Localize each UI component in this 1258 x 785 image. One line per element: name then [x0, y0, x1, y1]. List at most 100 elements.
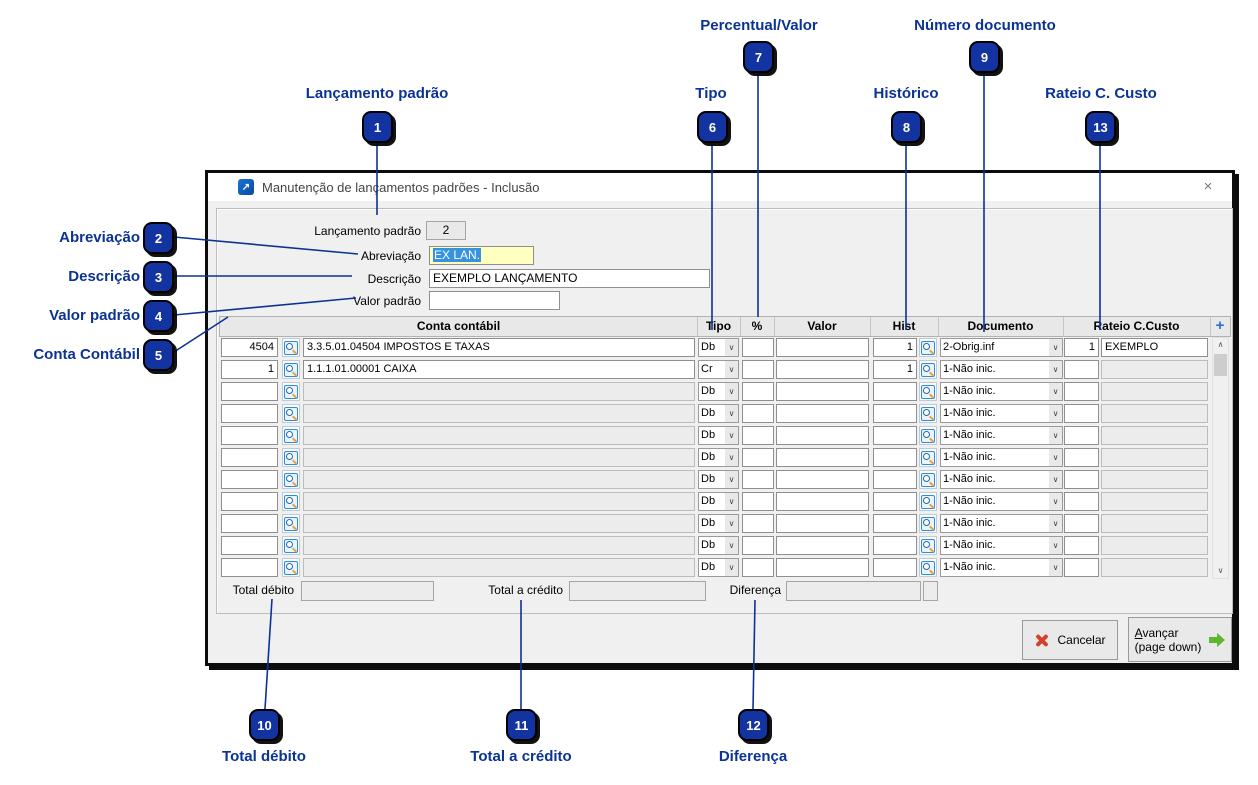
- documento-select[interactable]: 1-Não inic.∨: [940, 492, 1063, 511]
- percent-input[interactable]: [742, 514, 774, 533]
- conta-code-input[interactable]: 1: [221, 360, 278, 379]
- conta-search-button[interactable]: [282, 382, 300, 401]
- conta-code-input[interactable]: [221, 492, 278, 511]
- hist-search-button[interactable]: [919, 470, 937, 489]
- rateio-num-input[interactable]: [1064, 558, 1099, 577]
- documento-select[interactable]: 1-Não inic.∨: [940, 360, 1063, 379]
- hist-input[interactable]: [873, 404, 917, 423]
- conta-code-input[interactable]: [221, 404, 278, 423]
- conta-search-button[interactable]: [282, 404, 300, 423]
- header-conta-contabil[interactable]: Conta contábil: [220, 317, 698, 336]
- header-hist[interactable]: Hist: [870, 317, 939, 336]
- documento-select[interactable]: 1-Não inic.∨: [940, 558, 1063, 577]
- header-documento[interactable]: Documento: [938, 317, 1064, 336]
- header-tipo[interactable]: Tipo: [697, 317, 741, 336]
- percent-input[interactable]: [742, 536, 774, 555]
- conta-search-button[interactable]: [282, 470, 300, 489]
- close-icon[interactable]: ×: [1203, 178, 1213, 195]
- rateio-num-input[interactable]: [1064, 536, 1099, 555]
- header-valor[interactable]: Valor: [774, 317, 871, 336]
- conta-code-input[interactable]: [221, 470, 278, 489]
- hist-search-button[interactable]: [919, 536, 937, 555]
- documento-select[interactable]: 1-Não inic.∨: [940, 448, 1063, 467]
- documento-select[interactable]: 1-Não inic.∨: [940, 382, 1063, 401]
- scrollbar-thumb[interactable]: [1214, 354, 1227, 376]
- percent-input[interactable]: [742, 426, 774, 445]
- valor-input[interactable]: [776, 492, 869, 511]
- conta-search-button[interactable]: [282, 514, 300, 533]
- tipo-select[interactable]: Db∨: [698, 382, 739, 401]
- percent-input[interactable]: [742, 448, 774, 467]
- rateio-num-input[interactable]: [1064, 448, 1099, 467]
- valor-input[interactable]: [776, 382, 869, 401]
- hist-input[interactable]: [873, 536, 917, 555]
- percent-input[interactable]: [742, 558, 774, 577]
- conta-search-button[interactable]: [282, 448, 300, 467]
- tipo-select[interactable]: Db∨: [698, 514, 739, 533]
- tipo-select[interactable]: Db∨: [698, 426, 739, 445]
- rateio-num-input[interactable]: [1064, 514, 1099, 533]
- conta-code-input[interactable]: [221, 448, 278, 467]
- conta-search-button[interactable]: [282, 558, 300, 577]
- hist-search-button[interactable]: [919, 338, 937, 357]
- valor-input[interactable]: [776, 558, 869, 577]
- scroll-down-icon[interactable]: ∨: [1217, 566, 1224, 575]
- hist-search-button[interactable]: [919, 448, 937, 467]
- documento-select[interactable]: 1-Não inic.∨: [940, 426, 1063, 445]
- hist-search-button[interactable]: [919, 558, 937, 577]
- tipo-select[interactable]: Db∨: [698, 404, 739, 423]
- tipo-select[interactable]: Cr∨: [698, 360, 739, 379]
- valor-input[interactable]: [776, 514, 869, 533]
- conta-search-button[interactable]: [282, 360, 300, 379]
- rateio-num-input[interactable]: [1064, 470, 1099, 489]
- conta-code-input[interactable]: 4504: [221, 338, 278, 357]
- conta-search-button[interactable]: [282, 338, 300, 357]
- valor-input[interactable]: [776, 404, 869, 423]
- hist-input[interactable]: 1: [873, 338, 917, 357]
- tipo-select[interactable]: Db∨: [698, 558, 739, 577]
- valor-input[interactable]: [776, 470, 869, 489]
- documento-select[interactable]: 1-Não inic.∨: [940, 514, 1063, 533]
- percent-input[interactable]: [742, 492, 774, 511]
- valor-input[interactable]: [776, 360, 869, 379]
- abreviacao-input[interactable]: EX LAN.: [429, 246, 534, 265]
- percent-input[interactable]: [742, 338, 774, 357]
- advance-button[interactable]: Avançar (page down): [1128, 617, 1232, 662]
- valor-input[interactable]: [776, 426, 869, 445]
- conta-code-input[interactable]: [221, 514, 278, 533]
- hist-input[interactable]: [873, 426, 917, 445]
- add-row-button[interactable]: +: [1215, 317, 1225, 334]
- documento-select[interactable]: 1-Não inic.∨: [940, 536, 1063, 555]
- valor-input[interactable]: [776, 338, 869, 357]
- hist-search-button[interactable]: [919, 492, 937, 511]
- valor-input[interactable]: [776, 536, 869, 555]
- valor-input[interactable]: [776, 448, 869, 467]
- percent-input[interactable]: [742, 382, 774, 401]
- documento-select[interactable]: 1-Não inic.∨: [940, 404, 1063, 423]
- rateio-num-input[interactable]: [1064, 404, 1099, 423]
- hist-search-button[interactable]: [919, 404, 937, 423]
- hist-search-button[interactable]: [919, 514, 937, 533]
- hist-input[interactable]: [873, 558, 917, 577]
- hist-search-button[interactable]: [919, 360, 937, 379]
- descricao-input[interactable]: EXEMPLO LANÇAMENTO: [429, 269, 710, 288]
- rateio-num-input[interactable]: 1: [1064, 338, 1099, 357]
- hist-input[interactable]: [873, 448, 917, 467]
- hist-input[interactable]: [873, 514, 917, 533]
- header-rateio-ccusto[interactable]: Rateio C.Custo: [1063, 317, 1211, 336]
- conta-code-input[interactable]: [221, 426, 278, 445]
- conta-search-button[interactable]: [282, 492, 300, 511]
- rateio-num-input[interactable]: [1064, 382, 1099, 401]
- percent-input[interactable]: [742, 360, 774, 379]
- header-percent[interactable]: %: [740, 317, 775, 336]
- conta-code-input[interactable]: [221, 536, 278, 555]
- hist-input[interactable]: [873, 470, 917, 489]
- valor-padrao-input[interactable]: [429, 291, 560, 310]
- hist-input[interactable]: [873, 382, 917, 401]
- tipo-select[interactable]: Db∨: [698, 338, 739, 357]
- cancel-button[interactable]: Cancelar: [1022, 620, 1118, 660]
- tipo-select[interactable]: Db∨: [698, 536, 739, 555]
- rateio-num-input[interactable]: [1064, 426, 1099, 445]
- rateio-num-input[interactable]: [1064, 492, 1099, 511]
- tipo-select[interactable]: Db∨: [698, 470, 739, 489]
